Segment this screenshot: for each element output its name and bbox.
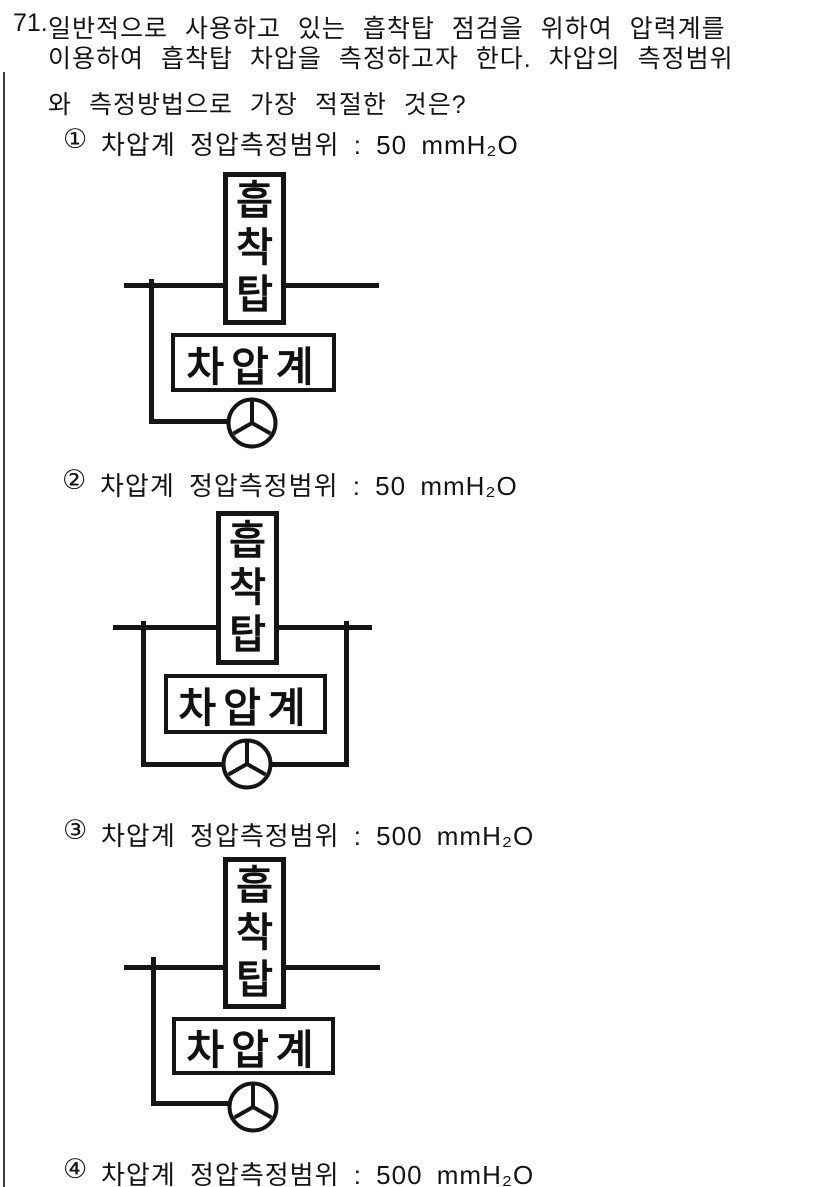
gauge-connect-line-left bbox=[141, 762, 222, 767]
gauge-tap-line-left bbox=[141, 621, 146, 767]
question-text-line-3: 와 측정방법으로 가장 적절한 것은? bbox=[48, 91, 467, 119]
tower-char-2: 착 bbox=[229, 565, 266, 610]
option-3-circled-number: ③ bbox=[63, 815, 88, 845]
pipe-line-right bbox=[286, 283, 379, 288]
differential-pressure-gauge-label: 차압계 bbox=[164, 674, 327, 734]
gauge-tap-line-right bbox=[344, 621, 349, 767]
pipe-line-right bbox=[279, 625, 372, 630]
tower-char-1: 흡 bbox=[236, 863, 273, 908]
adsorption-tower-box: 흡 착 탑 bbox=[223, 857, 286, 1009]
option-3-label: 차압계 정압측정범위 : 500 mmH₂O bbox=[101, 821, 535, 851]
pipe-line-left bbox=[124, 283, 223, 288]
pipe-line-right bbox=[286, 965, 380, 970]
gauge-dial-icon bbox=[227, 1081, 279, 1133]
question-text-line-2: 이용하여 흡착탑 차압을 측정하고자 한다. 차압의 측정범위 bbox=[48, 45, 734, 73]
question-text-line-1: 일반적으로 사용하고 있는 흡착탑 점검을 위하여 압력계를 bbox=[48, 15, 726, 43]
tower-char-3: 탑 bbox=[236, 957, 273, 1002]
question-number: 71. bbox=[13, 9, 48, 37]
option-2-label: 차압계 정압측정범위 : 50 mmH₂O bbox=[100, 471, 518, 501]
gauge-connect-line bbox=[151, 1101, 228, 1106]
gauge-tap-line-left bbox=[149, 279, 154, 424]
option-1-circled-number: ① bbox=[63, 124, 88, 154]
option-1-label: 차압계 정압측정범위 : 50 mmH₂O bbox=[101, 130, 519, 160]
pipe-line-left bbox=[113, 625, 216, 630]
gauge-dial-icon bbox=[221, 738, 273, 790]
adsorption-tower-box: 흡 착 탑 bbox=[216, 511, 279, 665]
option-2-circled-number: ② bbox=[62, 465, 87, 495]
gauge-connect-line-right bbox=[270, 762, 349, 767]
gauge-dial-icon bbox=[226, 397, 278, 449]
tower-char-1: 흡 bbox=[229, 518, 266, 563]
left-column-rule bbox=[3, 72, 5, 1187]
pipe-line-left bbox=[124, 965, 223, 970]
differential-pressure-gauge-label: 차압계 bbox=[172, 1017, 335, 1075]
tower-char-3: 탑 bbox=[236, 273, 273, 317]
option-4-label: 차압계 정압측정범위 : 500 mmH₂O bbox=[101, 1160, 535, 1187]
tower-char-2: 착 bbox=[236, 910, 273, 955]
differential-pressure-gauge-label: 차압계 bbox=[171, 333, 336, 392]
tower-char-3: 탑 bbox=[229, 612, 266, 657]
tower-char-1: 흡 bbox=[236, 179, 273, 223]
adsorption-tower-box: 흡 착 탑 bbox=[223, 172, 286, 325]
gauge-connect-line bbox=[149, 419, 227, 424]
option-4-circled-number: ④ bbox=[63, 1154, 88, 1184]
tower-char-2: 착 bbox=[236, 226, 273, 270]
gauge-tap-line-left bbox=[151, 957, 156, 1106]
